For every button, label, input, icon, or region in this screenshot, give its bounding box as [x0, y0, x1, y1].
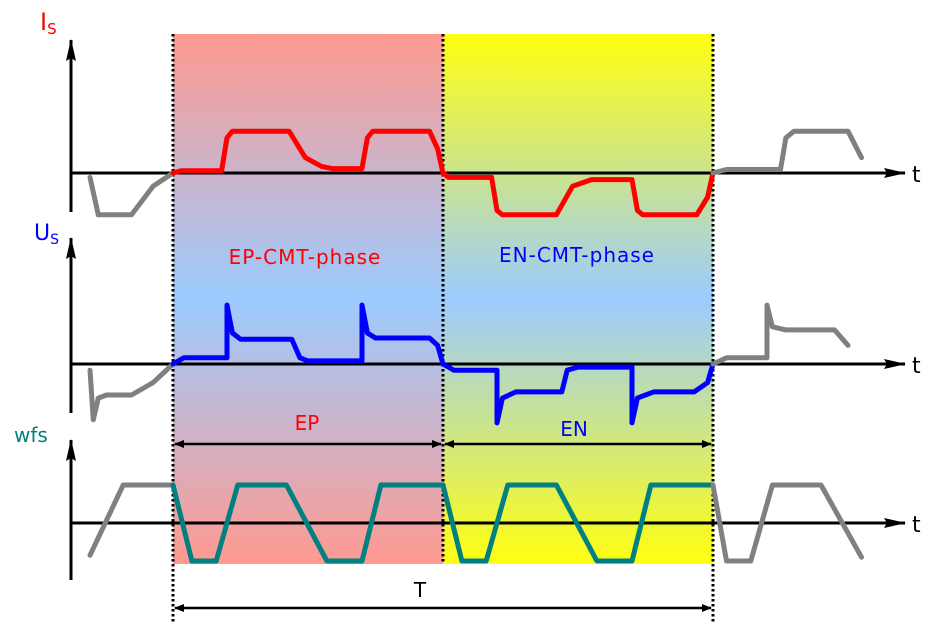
voltage-waveform-ep	[170, 302, 446, 367]
period-label: T	[413, 578, 427, 602]
ep-phase-region	[173, 34, 443, 564]
en-interval-label: EN	[560, 417, 588, 441]
wfs-t-label: t	[912, 513, 921, 538]
current-axis-label: IS	[40, 8, 57, 38]
en-phase-label: EN-CMT-phase	[499, 243, 655, 267]
en-phase-region	[443, 34, 713, 564]
voltage-t-label: t	[912, 354, 921, 379]
voltage-waveform-en	[440, 361, 716, 426]
current-waveform-next	[710, 128, 864, 176]
wfs-waveform-ep	[170, 482, 446, 564]
voltage-waveform-prev	[87, 361, 176, 423]
wfs-waveform-en	[440, 482, 716, 564]
voltage-waveform-next	[710, 302, 851, 367]
ep-interval-label: EP	[295, 411, 320, 435]
wfs-waveform-prev	[87, 482, 176, 558]
wfs-axis-label: wfs	[14, 423, 48, 447]
current-t-label: t	[912, 163, 921, 188]
wfs-waveform-next	[710, 482, 864, 564]
ep-phase-label: EP-CMT-phase	[229, 245, 382, 269]
current-waveform-prev	[87, 170, 176, 218]
voltage-axis-label: US	[34, 221, 59, 248]
current-waveform-en	[440, 170, 716, 218]
current-waveform-ep	[170, 128, 446, 176]
